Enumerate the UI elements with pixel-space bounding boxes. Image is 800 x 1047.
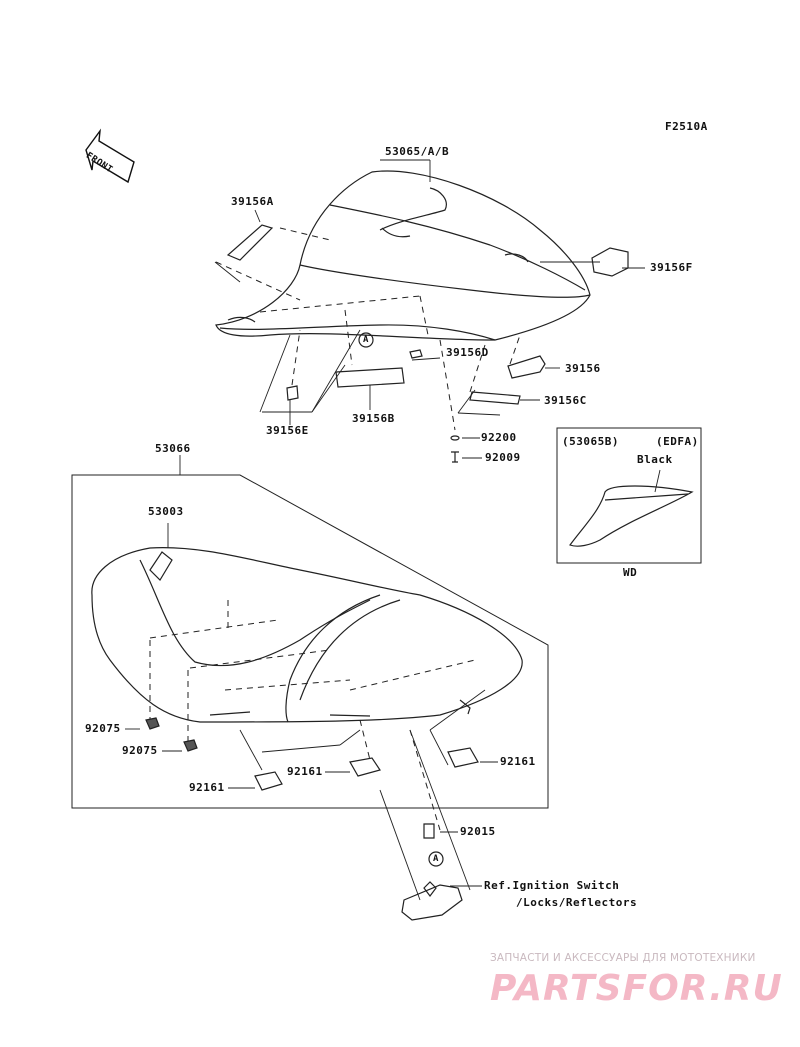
label-39156A: 39156A — [231, 195, 274, 208]
inset-box — [556, 427, 702, 564]
ref-a-top-circle — [358, 332, 374, 348]
label-39156F: 39156F — [650, 261, 693, 274]
part-39156D-icon — [409, 349, 423, 359]
label-53066: 53066 — [155, 442, 191, 455]
label-39156E: 39156E — [266, 424, 309, 437]
watermark-tagline: ЗАПЧАСТИ И АКСЕССУАРЫ ДЛЯ МОТОТЕХНИКИ — [490, 952, 756, 964]
inset-color: Black — [637, 453, 673, 466]
label-39156: 39156 — [565, 362, 601, 375]
label-92200: 92200 — [481, 431, 517, 444]
label-39156D: 39156D — [446, 346, 489, 359]
upper-leader-lines — [214, 159, 645, 425]
rider-seat — [91, 547, 523, 723]
diagram-code: F2510A — [665, 120, 708, 133]
label-92075-b: 92075 — [122, 744, 158, 757]
seat-assembly-box — [71, 474, 549, 809]
lower-leader-lines — [125, 523, 498, 901]
inset-cowl-icon — [569, 485, 694, 547]
damper-92161-a-icon — [254, 771, 283, 791]
seat-cowl — [215, 170, 591, 341]
part-39156C-icon — [469, 391, 521, 405]
lower-guide-lines — [149, 600, 476, 831]
ref-ignition-line2: /Locks/Reflectors — [516, 896, 638, 909]
label-92009: 92009 — [485, 451, 521, 464]
label-53003: 53003 — [148, 505, 184, 518]
label-53065AB: 53065/A/B — [385, 145, 450, 158]
label-92161-b: 92161 — [287, 765, 323, 778]
front-arrow-icon — [85, 128, 135, 184]
watermark-logo: PARTSFOR.RU — [490, 968, 783, 1009]
part-39156-icon — [507, 355, 546, 379]
inset-code: (EDFA) — [656, 435, 699, 448]
label-92161-c: 92161 — [500, 755, 536, 768]
label-92075-a: 92075 — [85, 722, 121, 735]
washer-92200-icon — [450, 435, 460, 441]
damper-92161-b-icon — [349, 757, 381, 777]
damper-92161-c-icon — [447, 747, 479, 768]
grommet-92075-b-icon — [183, 739, 198, 752]
part-39156F-icon — [591, 247, 629, 277]
part-39156E-icon — [286, 385, 299, 401]
label-92015: 92015 — [460, 825, 496, 838]
label-92161-a: 92161 — [189, 781, 225, 794]
ref-a-top: A — [363, 335, 369, 345]
inset-part: (53065B) — [562, 435, 619, 448]
ref-a-bottom-circle — [428, 851, 444, 867]
label-39156B: 39156B — [352, 412, 395, 425]
ref-ignition-line1: Ref.Ignition Switch — [484, 879, 620, 892]
collar-92015-icon — [423, 823, 435, 839]
screw-92009-icon — [451, 451, 459, 463]
inset-footer: WD — [623, 566, 638, 579]
label-39156C: 39156C — [544, 394, 587, 407]
seat-lock-icon — [401, 884, 463, 921]
ref-a-bottom: A — [433, 854, 439, 864]
part-39156B-icon — [335, 367, 405, 388]
grommet-92075-a-icon — [145, 717, 160, 730]
part-39156A-icon — [226, 224, 274, 261]
